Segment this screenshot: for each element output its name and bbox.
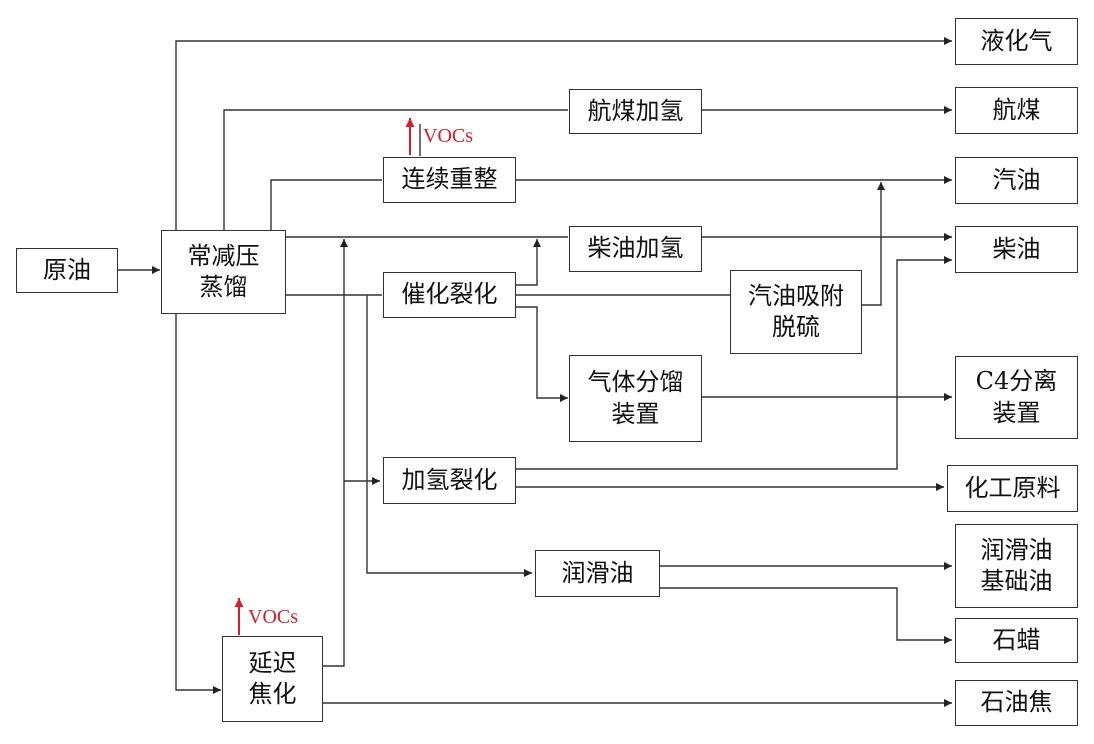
node-hydrocracking: 加氢裂化 <box>383 457 516 504</box>
product-lpg: 液化气 <box>955 18 1078 65</box>
node-delayed-coking: 延迟 焦化 <box>222 636 323 722</box>
node-gasoline-adsorption-desulfurization: 汽油吸附 脱硫 <box>730 270 862 354</box>
node-jet-fuel-hydrotreating: 航煤加氢 <box>569 89 702 134</box>
edge-fcc-to-diesel-line <box>516 239 541 286</box>
edge-coking-to-diesel-line <box>323 239 348 667</box>
edge-fcc-to-gas-fraction <box>516 306 568 402</box>
product-paraffin-wax: 石蜡 <box>955 618 1078 663</box>
edge-adsorb-to-gasoline <box>862 182 885 306</box>
product-chemical-feedstock: 化工原料 <box>947 465 1078 512</box>
node-fcc: 催化裂化 <box>383 272 516 318</box>
node-crude-oil: 原油 <box>16 248 118 293</box>
edge-hydrocrack-to-diesel <box>516 256 952 470</box>
edge-distillation-to-jet-hydro <box>223 109 568 230</box>
product-gasoline: 汽油 <box>955 157 1078 204</box>
node-diesel-hydrotreating: 柴油加氢 <box>569 226 702 272</box>
product-petroleum-coke: 石油焦 <box>955 680 1078 726</box>
node-gas-fractionation: 气体分馏 装置 <box>569 355 702 442</box>
node-lube-oil: 润滑油 <box>535 550 660 597</box>
node-atmospheric-vacuum-distillation: 常减压 蒸馏 <box>161 230 286 314</box>
edge-distillation-to-reforming <box>270 179 382 230</box>
product-diesel: 柴油 <box>955 226 1078 273</box>
edge-feed-to-lube <box>366 295 532 577</box>
edge-lube-to-paraffin <box>660 587 952 644</box>
product-c4-separation: C4分离 装置 <box>955 356 1078 439</box>
edge-distillation-to-lpg <box>175 37 952 230</box>
product-jet-fuel: 航煤 <box>955 87 1078 134</box>
product-lube-base-oil: 润滑油 基础油 <box>955 524 1078 608</box>
voc-label-reforming: VOCs <box>423 125 474 147</box>
node-continuous-reforming: 连续重整 <box>383 157 516 203</box>
voc-label-coking: VOCs <box>248 606 299 628</box>
edge-distillation-to-coking <box>175 312 221 694</box>
